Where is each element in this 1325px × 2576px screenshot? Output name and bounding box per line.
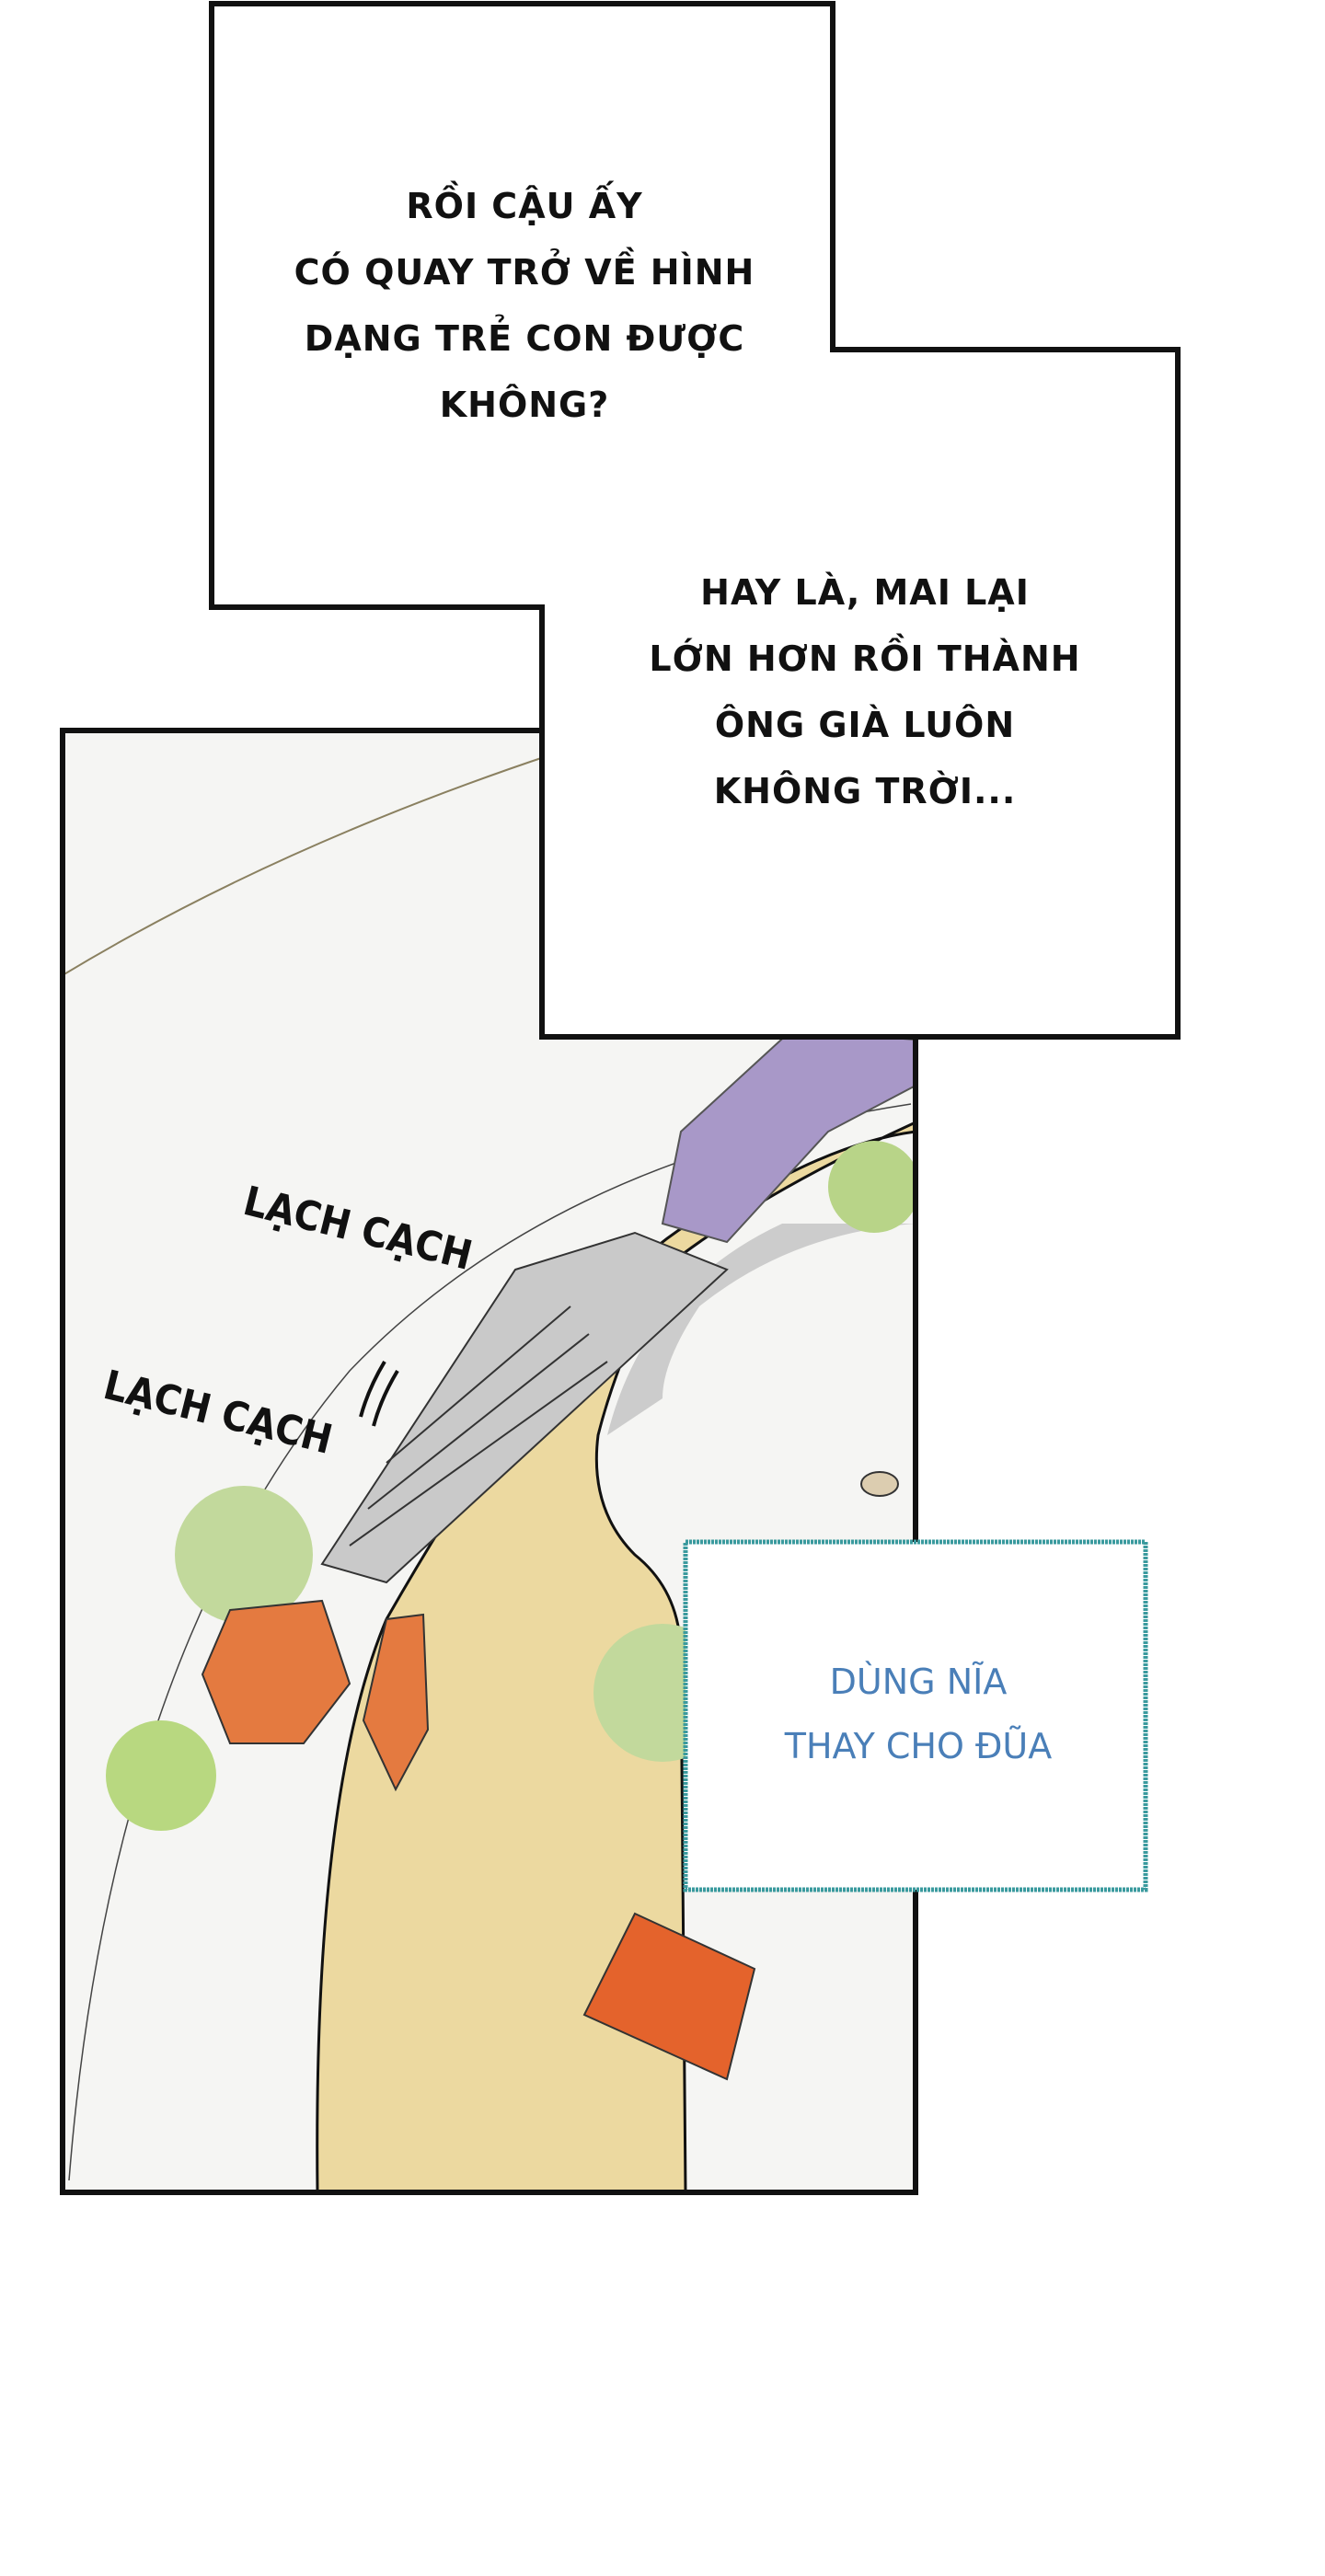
fork [320, 1231, 729, 1584]
carrot [201, 1599, 351, 1744]
carrot [582, 1912, 756, 2081]
caption-box [683, 1539, 1148, 1892]
speech-box-outline [209, 1, 1181, 1040]
plate-rim [63, 753, 553, 976]
dialogue-line: Hay là, mai lại [700, 572, 1030, 613]
dialogue-line: dạng trẻ con được [304, 318, 745, 359]
carrot [362, 1613, 430, 1792]
food-shadow [607, 1224, 916, 1435]
motion-lines [359, 1360, 399, 1427]
caption-text: Dùng nĩa thay cho đũa [785, 1650, 1052, 1778]
speech-bubble-1: Rồi cậu ấy có quay trở về hình dạng trẻ … [294, 173, 755, 438]
crumb [860, 1471, 899, 1497]
pea [175, 1486, 313, 1624]
dialogue-line: có quay trở về hình [294, 252, 755, 293]
dialogue-line: lớn hơn rồi thành [649, 638, 1081, 679]
caption-line: thay cho đũa [784, 1726, 1053, 1766]
panel-border [60, 728, 918, 2195]
caption-line: Dùng nĩa [829, 1662, 1008, 1702]
pea [106, 1720, 216, 1831]
speech-bubble-2: Hay là, mai lại lớn hơn rồi thành ông gi… [649, 559, 1080, 824]
dialogue-line: Rồi cậu ấy [406, 186, 643, 226]
dialogue-line: ông già luôn [714, 705, 1016, 745]
pea [828, 1141, 916, 1233]
dialogue-line: không? [439, 385, 610, 425]
dialogue-line: không trời... [713, 771, 1017, 811]
